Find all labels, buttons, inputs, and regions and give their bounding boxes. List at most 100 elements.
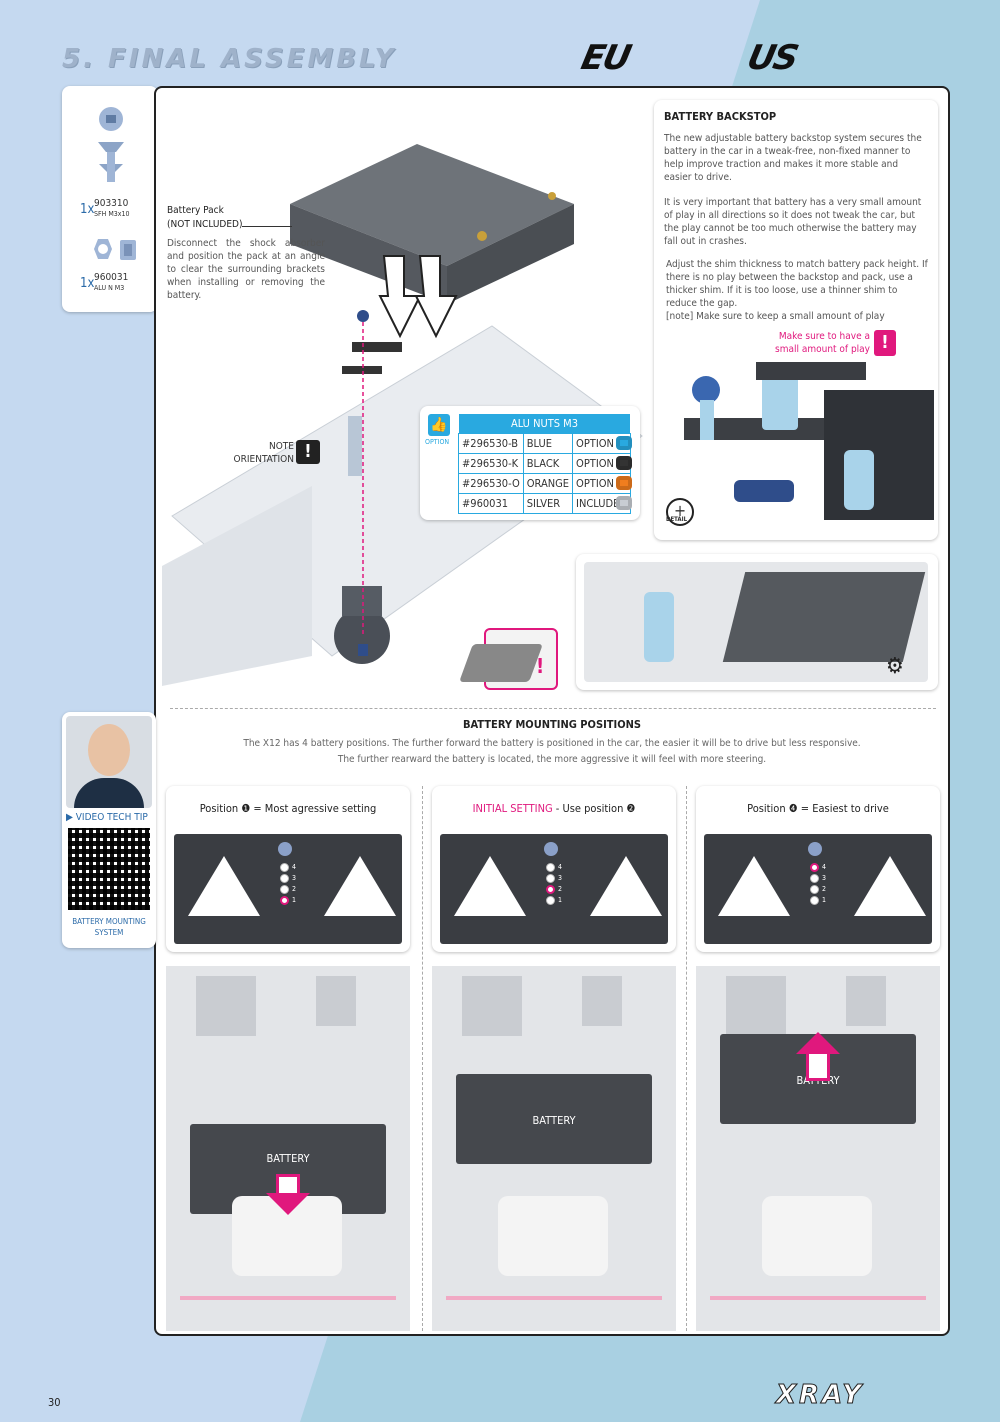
position-card-prefix: INITIAL SETTING bbox=[472, 802, 553, 815]
esc-image bbox=[196, 976, 256, 1036]
warning-icon: ! bbox=[296, 440, 320, 464]
arrow-up-icon bbox=[796, 1032, 840, 1092]
screw-head-icon bbox=[808, 842, 822, 856]
region-eu-logo: EU bbox=[577, 38, 634, 78]
warning-icon: ! bbox=[536, 654, 545, 678]
shock-image bbox=[644, 592, 674, 662]
presenter-shirt bbox=[74, 778, 144, 808]
screw-head-icon bbox=[278, 842, 292, 856]
mount-hole: 1 bbox=[810, 895, 826, 905]
nut-code: #296530-O bbox=[458, 473, 524, 494]
position-card-label: Position ❹ = Easiest to drive bbox=[696, 802, 940, 815]
presenter-photo bbox=[66, 716, 152, 808]
hole-number: 4 bbox=[558, 863, 563, 871]
hole-icon bbox=[810, 862, 819, 872]
positions-title: BATTERY MOUNTING POSITIONS bbox=[462, 718, 642, 731]
part-code: 903310 bbox=[94, 198, 129, 209]
blue-nut-icon bbox=[616, 436, 632, 450]
esc-image bbox=[462, 976, 522, 1036]
position-card-text: Position ❶ = Most agressive setting bbox=[199, 802, 377, 815]
plate-cutout bbox=[718, 856, 790, 916]
positions-desc-1: The X12 has 4 battery positions. The fur… bbox=[243, 738, 861, 749]
mount-hole: 4 bbox=[810, 862, 826, 872]
backstop-illustration bbox=[684, 362, 934, 520]
part-desc: SFH M3x10 bbox=[94, 210, 130, 218]
receiver-image bbox=[582, 976, 622, 1026]
video-tip-text: VIDEO TECH TIP bbox=[75, 812, 148, 823]
nut-color: ORANGE bbox=[522, 473, 574, 494]
battery-pack-text: Disconnect the shock absorber and positi… bbox=[167, 238, 325, 301]
chassis-plate: 4 3 2 1 bbox=[704, 834, 932, 944]
hole-icon bbox=[810, 873, 819, 883]
hole-column: 4 3 2 1 bbox=[810, 862, 826, 906]
note-orientation: NOTE ORIENTATION bbox=[224, 440, 294, 466]
backstop-title: BATTERY BACKSTOP bbox=[664, 110, 777, 123]
part-qty: 1x bbox=[80, 202, 95, 217]
detail-photo-card: ⚙ bbox=[576, 554, 938, 690]
hole-number: 2 bbox=[822, 885, 827, 893]
hole-number: 1 bbox=[822, 896, 827, 904]
gear-check-icon: ⚙ bbox=[886, 654, 904, 679]
plate-cutout bbox=[324, 856, 396, 916]
battery-pack-label-line2: (NOT INCLUDED) bbox=[167, 219, 243, 230]
position-card-text: Position ❹ = Easiest to drive bbox=[747, 802, 889, 815]
foam-pad-callout: ! bbox=[459, 628, 558, 690]
chassis-photo: BATTERY bbox=[696, 966, 940, 1331]
backstop-paragraph-3: Adjust the shim thickness to match batte… bbox=[666, 259, 928, 322]
black-nut-icon bbox=[616, 456, 632, 470]
axle-image bbox=[446, 1296, 662, 1300]
motor-image bbox=[762, 1196, 872, 1276]
nut-code: #296530-K bbox=[458, 453, 524, 474]
hole-icon bbox=[546, 884, 555, 894]
part-qty: 1x bbox=[80, 276, 95, 291]
mount-hole: 2 bbox=[280, 884, 296, 894]
nut-color: BLUE bbox=[522, 433, 574, 454]
hole-icon bbox=[280, 895, 289, 905]
hole-icon bbox=[280, 873, 289, 883]
battery-image bbox=[722, 572, 926, 662]
part-desc: ALU N M3 bbox=[94, 284, 125, 292]
position-card: Position ❹ = Easiest to drive 4 3 2 1 bbox=[696, 786, 940, 952]
nut-color: SILVER bbox=[522, 493, 574, 514]
chassis-photo: BATTERY bbox=[166, 966, 410, 1331]
position-card-text: - Use position ❷ bbox=[552, 802, 636, 815]
video-tip-caption: BATTERY MOUNTING SYSTEM bbox=[72, 917, 146, 937]
qr-code[interactable] bbox=[68, 828, 150, 910]
plate-cutout bbox=[590, 856, 662, 916]
esc-image bbox=[726, 976, 786, 1036]
plate-cutout bbox=[854, 856, 926, 916]
column-divider bbox=[422, 786, 423, 1331]
nut-color: BLACK bbox=[522, 453, 574, 474]
hole-icon bbox=[546, 862, 555, 872]
xray-logo: XRAY bbox=[775, 1380, 865, 1411]
presenter-face bbox=[88, 724, 130, 776]
mount-hole: 3 bbox=[280, 873, 296, 883]
position-card-label: INITIAL SETTING - Use position ❷ bbox=[432, 802, 676, 815]
backstop-card: BATTERY BACKSTOP The new adjustable batt… bbox=[654, 100, 938, 540]
hole-icon bbox=[810, 884, 819, 894]
backstop-paragraph-1: The new adjustable battery backstop syst… bbox=[664, 133, 922, 183]
arrow-down-icon bbox=[266, 1174, 310, 1215]
nut-code: #296530-B bbox=[458, 433, 524, 454]
hole-number: 1 bbox=[558, 896, 563, 904]
battery-pack-leader bbox=[242, 226, 292, 227]
mount-hole: 3 bbox=[546, 873, 562, 883]
region-us-logo: US bbox=[743, 38, 801, 78]
mount-hole: 2 bbox=[546, 884, 562, 894]
hole-number: 3 bbox=[822, 874, 827, 882]
backstop-paragraph-2: It is very important that battery has a … bbox=[664, 197, 922, 247]
alu-nuts-header: ALU NUTS M3 bbox=[458, 414, 631, 434]
video-tip-label: ▶ VIDEO TECH TIP bbox=[66, 812, 148, 823]
warning-icon: ! bbox=[874, 330, 896, 356]
detail-label: DETAIL bbox=[666, 516, 688, 523]
foam-pad-image bbox=[459, 644, 543, 682]
